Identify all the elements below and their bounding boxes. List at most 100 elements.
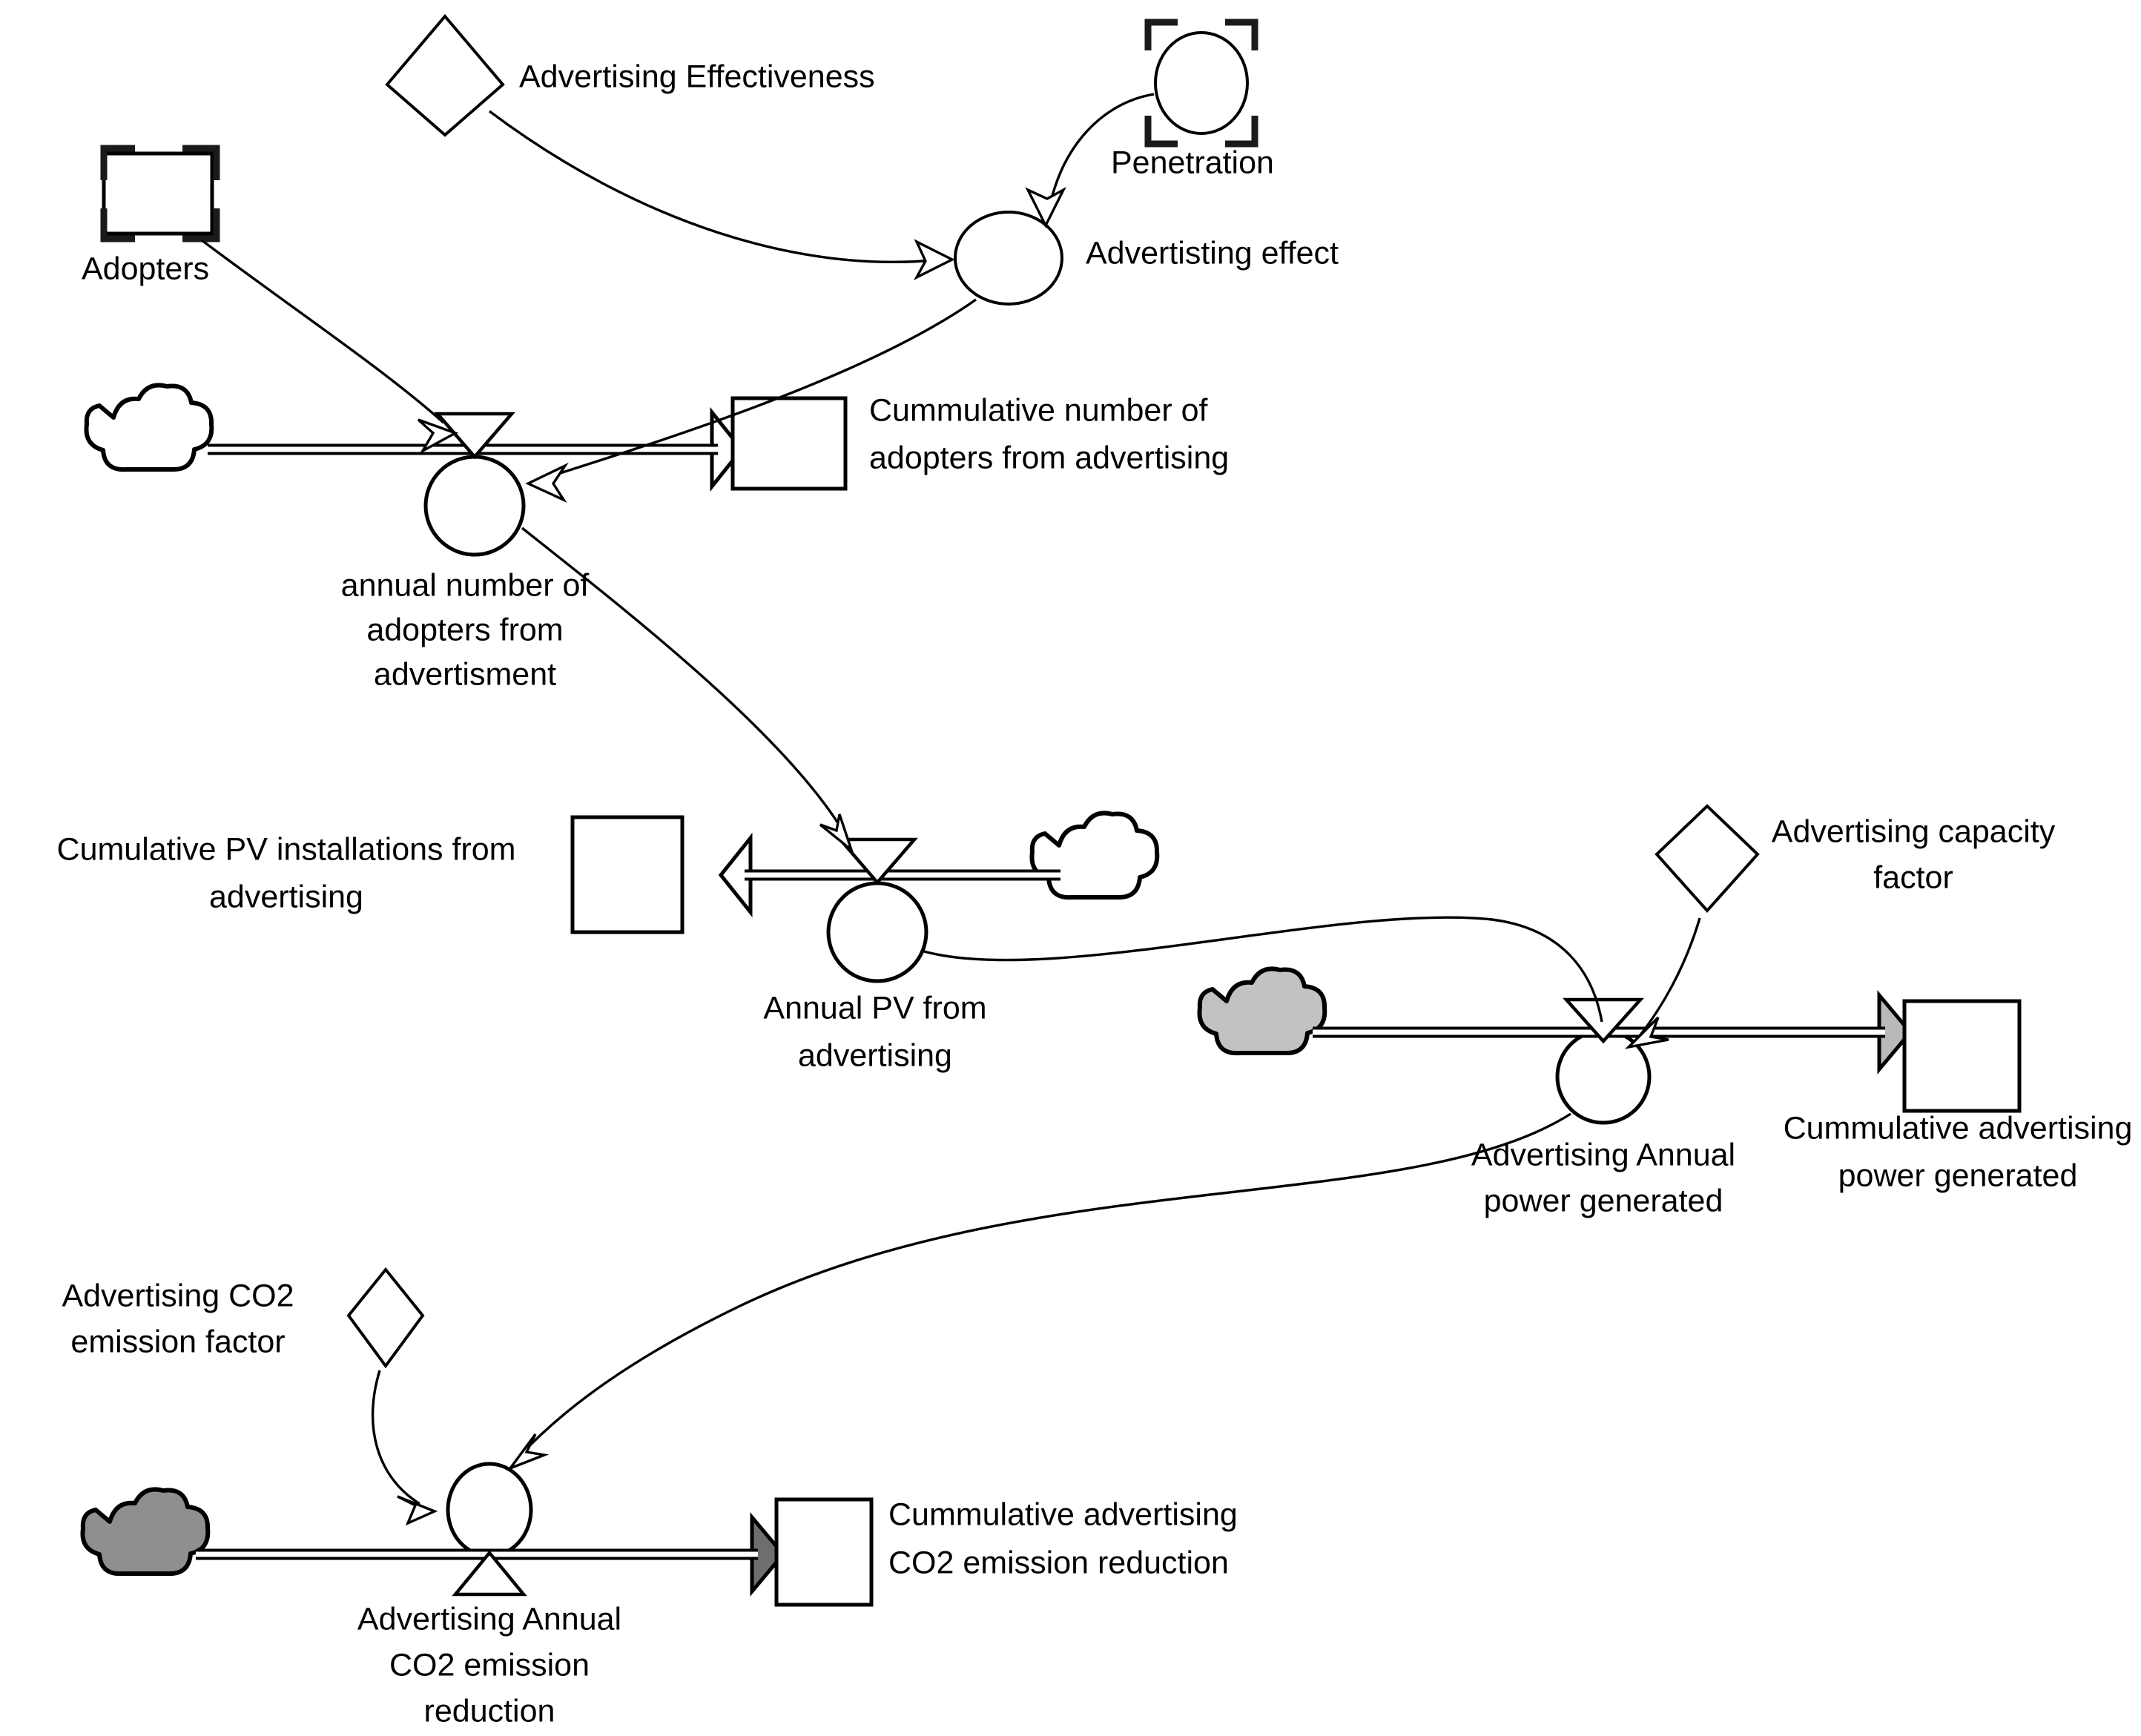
stock-box-icon bbox=[570, 815, 684, 934]
annual-number-of-adopters-label-line2: adopters from bbox=[366, 612, 563, 647]
cummulative-advertising-power-generated-stock[interactable] bbox=[1902, 999, 2022, 1113]
causal-link-line bbox=[923, 916, 1603, 1023]
annual-pv-from-advertising-rate[interactable] bbox=[745, 837, 1060, 983]
advertising-annual-co2-label-line3: reduction bbox=[424, 1693, 555, 1729]
stock-box-icon bbox=[102, 151, 214, 236]
cummulative-number-of-adopters-label-line2: adopters from advertising bbox=[869, 440, 1229, 475]
link-arrowhead-icon bbox=[397, 1495, 438, 1526]
shadow-bracket-top-left-icon bbox=[100, 145, 135, 180]
causal-link-line bbox=[521, 527, 847, 836]
diamond-icon bbox=[385, 13, 505, 137]
link-arrowhead-icon bbox=[1624, 1016, 1669, 1049]
cummulative-advertising-power-label-line2: power generated bbox=[1838, 1158, 2078, 1193]
penetration-label: Penetration bbox=[1111, 145, 1274, 180]
advertisting-effect-label: Advertisting effect bbox=[1086, 235, 1339, 271]
causal-link-line bbox=[1047, 93, 1155, 214]
link-co2-factor-to-annual-co2[interactable] bbox=[371, 1370, 438, 1526]
cumulative-pv-label-line1: Cumulative PV installations from bbox=[57, 831, 516, 867]
annual-number-of-adopters-from-advertisment-rate[interactable] bbox=[208, 412, 718, 557]
advertising-annual-co2-emission-reduction-rate[interactable] bbox=[196, 1462, 758, 1597]
annual-number-of-adopters-label-line3: advertisment bbox=[374, 656, 556, 692]
valve-icon bbox=[434, 412, 515, 460]
advertising-capacity-factor-label-line1: Advertising capacity bbox=[1772, 813, 2056, 849]
stock-box-icon bbox=[1902, 999, 2022, 1113]
annual-number-of-adopters-label-line1: annual number of bbox=[341, 567, 590, 603]
flow-annual-power[interactable] bbox=[1197, 966, 1913, 1075]
cummulative-advertising-co2-emission-reduction-stock[interactable] bbox=[774, 1497, 874, 1607]
cummulative-number-of-adopters-label-line1: Cummulative number of bbox=[869, 392, 1209, 428]
advertising-co2-emission-factor-constant[interactable] bbox=[346, 1267, 425, 1369]
advertising-annual-power-generated-rate[interactable] bbox=[1313, 997, 1885, 1125]
penetration-shadow-variable[interactable] bbox=[1144, 19, 1258, 148]
causal-link-line bbox=[371, 1370, 420, 1505]
advertising-effectiveness-label: Advertising Effectiveness bbox=[519, 59, 875, 94]
link-arrowhead-icon bbox=[913, 239, 955, 280]
shadow-bracket-top-right-icon bbox=[1225, 19, 1258, 50]
adopters-shadow-stock[interactable] bbox=[100, 145, 220, 242]
link-adopters-to-annual-number[interactable] bbox=[200, 239, 459, 455]
valve-icon bbox=[1562, 997, 1645, 1044]
advertising-annual-co2-label-line2: CO2 emission bbox=[389, 1647, 590, 1683]
stock-box-icon bbox=[730, 396, 848, 491]
causal-link-line bbox=[1637, 917, 1701, 1038]
cloud-icon bbox=[1197, 966, 1327, 1056]
cloud-icon bbox=[1029, 811, 1160, 900]
causal-link-line bbox=[541, 298, 977, 481]
causal-link-line bbox=[518, 1112, 1571, 1458]
cloud-icon bbox=[80, 1487, 211, 1577]
advertising-annual-power-label-line2: power generated bbox=[1484, 1183, 1723, 1218]
causal-link-line bbox=[200, 239, 445, 424]
advertising-capacity-factor-label-line2: factor bbox=[1873, 859, 1953, 895]
advertising-co2-factor-label-line1: Advertising CO2 bbox=[62, 1278, 294, 1313]
shadow-bracket-top-right-icon bbox=[182, 145, 220, 180]
link-annual-number-to-annual-pv[interactable] bbox=[521, 527, 854, 854]
causal-link-line bbox=[488, 110, 941, 264]
auxiliary-ellipse-icon bbox=[954, 211, 1063, 306]
cummulative-advertising-power-label-line1: Cummulative advertising bbox=[1784, 1110, 2133, 1146]
link-adv-effectiveness-to-adv-effect[interactable] bbox=[488, 110, 955, 280]
link-arrowhead-icon bbox=[819, 813, 854, 854]
link-adv-effect-to-annual-number[interactable] bbox=[524, 298, 977, 503]
link-annual-pv-to-annual-power[interactable] bbox=[923, 916, 1603, 1023]
adopters-label: Adopters bbox=[82, 251, 209, 286]
rate-circle-icon bbox=[826, 881, 928, 983]
annual-pv-label-line2: advertising bbox=[798, 1037, 952, 1073]
link-annual-power-to-annual-co2[interactable] bbox=[507, 1112, 1571, 1471]
flow-annual-pv[interactable] bbox=[718, 811, 1160, 918]
flow-annual-co2[interactable] bbox=[80, 1487, 786, 1597]
advertisting-effect-auxiliary[interactable] bbox=[954, 211, 1063, 306]
advertising-effectiveness-constant[interactable] bbox=[385, 13, 505, 137]
cummulative-number-of-adopters-from-advertising-stock[interactable] bbox=[730, 396, 848, 491]
shadow-bracket-top-left-icon bbox=[1144, 19, 1178, 50]
valve-icon bbox=[452, 1550, 527, 1597]
shadow-bracket-bottom-left-icon bbox=[100, 208, 135, 242]
shadow-bracket-bottom-right-icon bbox=[182, 208, 220, 242]
link-arrowhead-icon bbox=[524, 462, 569, 503]
shadow-bracket-bottom-left-icon bbox=[1144, 116, 1178, 148]
annual-pv-label-line1: Annual PV from bbox=[763, 990, 986, 1026]
cummulative-advertising-co2-label-line1: Cummulative advertising bbox=[888, 1496, 1238, 1532]
diamond-icon bbox=[346, 1267, 425, 1369]
link-arrowhead-icon bbox=[507, 1433, 550, 1471]
advertising-annual-co2-label-line1: Advertising Annual bbox=[357, 1601, 621, 1637]
link-arrowhead-icon bbox=[417, 418, 459, 455]
cloud-icon bbox=[84, 383, 214, 472]
cummulative-advertising-co2-label-line2: CO2 emission reduction bbox=[888, 1545, 1229, 1580]
variable-ellipse-icon bbox=[1154, 31, 1249, 135]
rate-circle-icon bbox=[446, 1462, 533, 1558]
advertising-co2-factor-label-line2: emission factor bbox=[70, 1324, 285, 1359]
rate-circle-icon bbox=[423, 455, 526, 557]
advertising-annual-power-label-line1: Advertising Annual bbox=[1471, 1137, 1735, 1172]
link-arrowhead-icon bbox=[1025, 186, 1066, 228]
valve-icon bbox=[837, 837, 918, 885]
cumulative-pv-label-line2: advertising bbox=[209, 879, 363, 914]
advertising-capacity-factor-constant[interactable] bbox=[1655, 804, 1760, 913]
link-capacity-factor-to-annual-power[interactable] bbox=[1624, 917, 1701, 1049]
shadow-bracket-bottom-right-icon bbox=[1225, 116, 1258, 148]
cumulative-pv-installations-from-advertising-stock[interactable] bbox=[570, 815, 684, 934]
flow-adopters-from-advertisment[interactable] bbox=[84, 383, 745, 492]
stock-box-icon bbox=[774, 1497, 874, 1607]
link-penetration-to-adv-effect[interactable] bbox=[1025, 93, 1155, 228]
